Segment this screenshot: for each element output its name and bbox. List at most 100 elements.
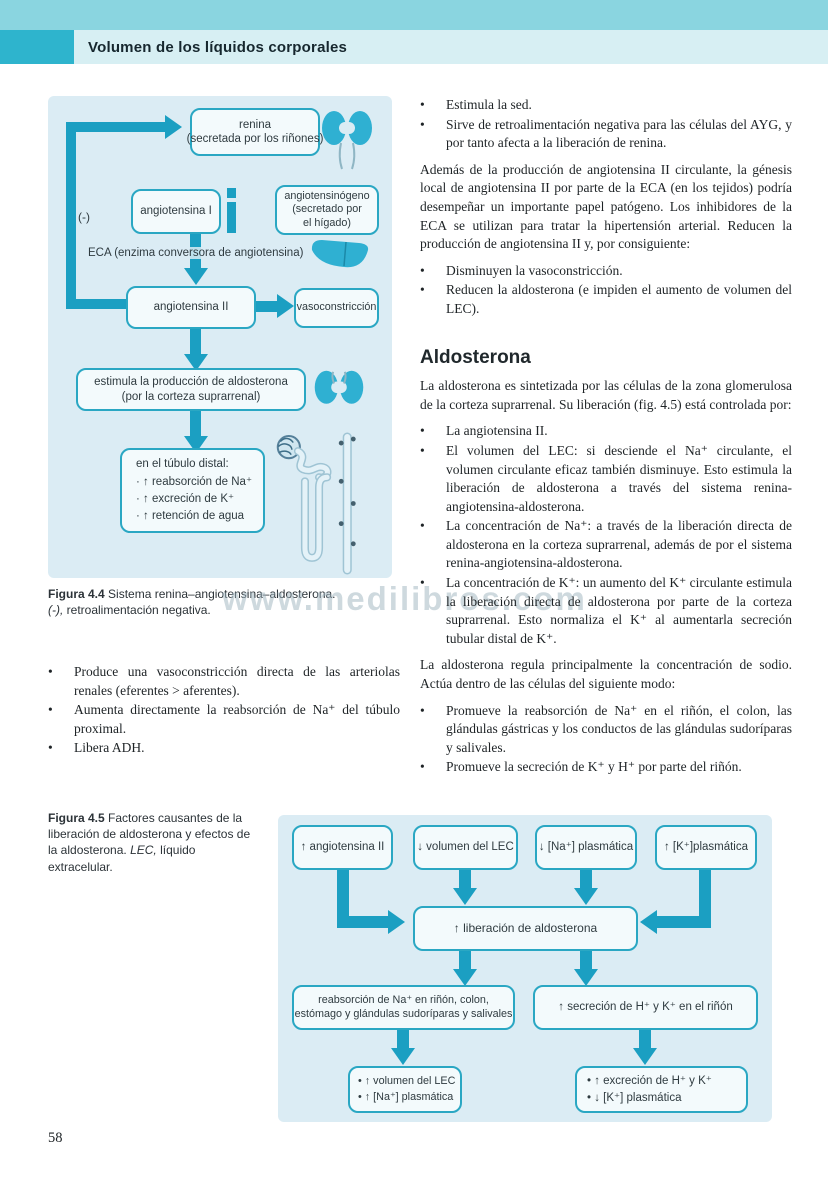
arrow-to-vasoconstriction-head bbox=[277, 294, 294, 318]
section-heading: Aldosterona bbox=[420, 346, 531, 368]
header-accent-square bbox=[0, 30, 74, 64]
kidneys-icon bbox=[322, 111, 372, 170]
angiotensina-2-box: angiotensina II bbox=[126, 286, 256, 329]
tubulo-distal-box: en el túbulo distal: · ↑ reabsorción de … bbox=[120, 448, 265, 533]
feedback-arrowhead bbox=[165, 115, 182, 139]
vasoconstriccion-box: vasoconstricción bbox=[294, 288, 379, 328]
arrow-center-left-head bbox=[453, 969, 477, 986]
eca-label: ECA (enzima conversora de angiotensina) bbox=[86, 247, 306, 259]
bullet-marker: • bbox=[420, 575, 425, 591]
bullet-marker: • bbox=[420, 116, 425, 132]
arrow-b-head bbox=[453, 888, 477, 905]
tubulo-item: · ↑ excreción de K⁺ bbox=[136, 493, 235, 505]
bullet-marker: • bbox=[48, 664, 53, 679]
bullet-marker: • bbox=[420, 442, 425, 458]
figure-4-4-caption: Figura 4.4 Sistema renina–angiotensina–a… bbox=[48, 587, 336, 618]
bullet-marker: • bbox=[420, 423, 425, 439]
resultado-lec-box: • ↑ volumen del LEC • ↑ [Na⁺] plasmática bbox=[348, 1066, 462, 1113]
angiotensina-2-up-box: ↑ angiotensina II bbox=[292, 825, 393, 870]
arrow-f-head bbox=[633, 1048, 657, 1065]
bullet-marker: • bbox=[48, 702, 53, 718]
list-item: • Reducen la aldosterona (e impiden el a… bbox=[420, 281, 792, 318]
list-item: • Aumenta directamente la reabsorción de… bbox=[48, 701, 400, 738]
bullet-marker: • bbox=[420, 97, 425, 112]
arrow-angII-down-bar bbox=[190, 329, 201, 355]
bullet-marker: • bbox=[420, 702, 425, 718]
angiotensina-1-box: angiotensina I bbox=[131, 189, 221, 234]
figure-4-5-panel: ↑ angiotensina II ↓ volumen del LEC ↓ [N… bbox=[278, 815, 772, 1122]
angiotensinogeno-box: angiotensinógeno (secretado por el hígad… bbox=[275, 185, 379, 235]
paragraph: Además de la producción de angiotensina … bbox=[420, 161, 792, 252]
liver-icon bbox=[311, 240, 369, 268]
secrecion-h-k-box: ↑ secreción de H⁺ y K⁺ en el riñón bbox=[533, 985, 758, 1030]
arrow-a-head bbox=[388, 910, 405, 934]
arrow-to-vasoconstriction-bar bbox=[256, 301, 278, 312]
tubulo-title: en el túbulo distal: bbox=[136, 458, 229, 471]
nephron-icon bbox=[276, 432, 356, 575]
arrow-angI-to-angII-head bbox=[184, 268, 208, 285]
bullet-marker: • bbox=[420, 282, 425, 298]
arrow-d-horiz bbox=[657, 916, 711, 928]
angiotensinogen-arrow-fragment-top bbox=[227, 188, 236, 198]
arrow-aldo-down-bar bbox=[190, 411, 201, 437]
arrow-e-head bbox=[391, 1048, 415, 1065]
arrow-a-vert bbox=[337, 870, 349, 928]
paragraph: La aldosterona regula principalmente la … bbox=[420, 657, 792, 692]
arrow-d-head bbox=[640, 910, 657, 934]
figure-4-4-panel: (-) renina (secretada por los riñones) a… bbox=[48, 96, 392, 578]
list-item: • Produce una vasoconstricción directa d… bbox=[48, 663, 400, 700]
caption-italic: LEC, bbox=[130, 843, 157, 858]
header-top-band bbox=[0, 0, 828, 30]
bullet-list: • Promueve la reabsorción de Na⁺ en el r… bbox=[420, 702, 792, 777]
feedback-line-top bbox=[66, 122, 166, 132]
arrow-d-vert bbox=[699, 870, 711, 928]
resultado-excrecion-box: • ↑ excreción de H⁺ y K⁺ • ↓ [K⁺] plasmá… bbox=[575, 1066, 748, 1113]
list-item: • Promueve la reabsorción de Na⁺ en el r… bbox=[420, 702, 792, 758]
list-item: • El volumen del LEC: si desciende el Na… bbox=[420, 442, 792, 516]
list-item: • Libera ADH. bbox=[48, 739, 400, 758]
estimula-aldosterona-box: estimula la producción de aldosterona (p… bbox=[76, 368, 306, 411]
list-item: • Promueve la secreción de K⁺ y H⁺ por p… bbox=[420, 758, 792, 777]
page-title: Volumen de los líquidos corporales bbox=[88, 38, 348, 56]
arrow-center-right-head bbox=[574, 969, 598, 986]
liberacion-aldosterona-box: ↑ liberación de aldosterona bbox=[413, 906, 638, 951]
arrow-a-horiz bbox=[337, 916, 389, 928]
negative-feedback-label: (-) bbox=[78, 210, 90, 224]
bullet-list: • Estimula la sed. • Sirve de retroalime… bbox=[420, 96, 792, 153]
bullet-marker: • bbox=[420, 262, 425, 278]
list-item: • La concentración de Na⁺: a través de l… bbox=[420, 517, 792, 573]
arrow-c-head bbox=[574, 888, 598, 905]
bullet-marker: • bbox=[420, 759, 425, 775]
volumen-lec-down-box: ↓ volumen del LEC bbox=[413, 825, 518, 870]
list-item: • La angiotensina II. bbox=[420, 422, 792, 441]
caption-label: Figura 4.5 bbox=[48, 811, 105, 825]
na-plasmatica-down-box: ↓ [Na⁺] plasmática bbox=[535, 825, 637, 870]
arrow-center-right-bar bbox=[580, 951, 592, 970]
watermark: www.medilibros.com bbox=[222, 580, 587, 617]
arrow-center-left-bar bbox=[459, 951, 471, 970]
arrow-e-bar bbox=[397, 1030, 409, 1049]
left-bullet-list: • Produce una vasoconstricción directa d… bbox=[48, 662, 400, 759]
feedback-line-bottom bbox=[66, 299, 126, 309]
kidneys-icon bbox=[314, 370, 364, 404]
right-column: • Estimula la sed. • Sirve de retroalime… bbox=[420, 94, 792, 779]
list-item: • Estimula la sed. bbox=[420, 96, 792, 115]
tubulo-item: · ↑ reabsorción de Na⁺ bbox=[136, 475, 253, 488]
header-strip: Volumen de los líquidos corporales bbox=[74, 30, 828, 64]
tubulo-item: · ↑ retención de agua bbox=[136, 510, 245, 523]
reabsorcion-na-box: reabsorción de Na⁺ en riñón, colon, estó… bbox=[292, 985, 515, 1030]
feedback-line-left bbox=[66, 122, 76, 309]
bullet-list: • La angiotensina II. • El volumen del L… bbox=[420, 422, 792, 648]
caption-label: Figura 4.4 bbox=[48, 587, 105, 601]
angiotensinogen-arrow-fragment bbox=[227, 202, 236, 233]
arrow-b-bar bbox=[459, 870, 471, 889]
list-item: • Sirve de retroalimentación negativa pa… bbox=[420, 116, 792, 153]
figure-4-5-caption: Figura 4.5 Factores causantes de la libe… bbox=[48, 811, 251, 874]
arrow-c-bar bbox=[580, 870, 592, 889]
bullet-list: • Disminuyen la vasoconstricción. • Redu… bbox=[420, 262, 792, 319]
bullet-marker: • bbox=[420, 518, 425, 534]
list-item: • Disminuyen la vasoconstricción. bbox=[420, 262, 792, 281]
list-item: • La concentración de K⁺: un aumento del… bbox=[420, 574, 792, 648]
page-number: 58 bbox=[48, 1130, 63, 1146]
paragraph: La aldosterona es sintetizada por las cé… bbox=[420, 378, 792, 412]
